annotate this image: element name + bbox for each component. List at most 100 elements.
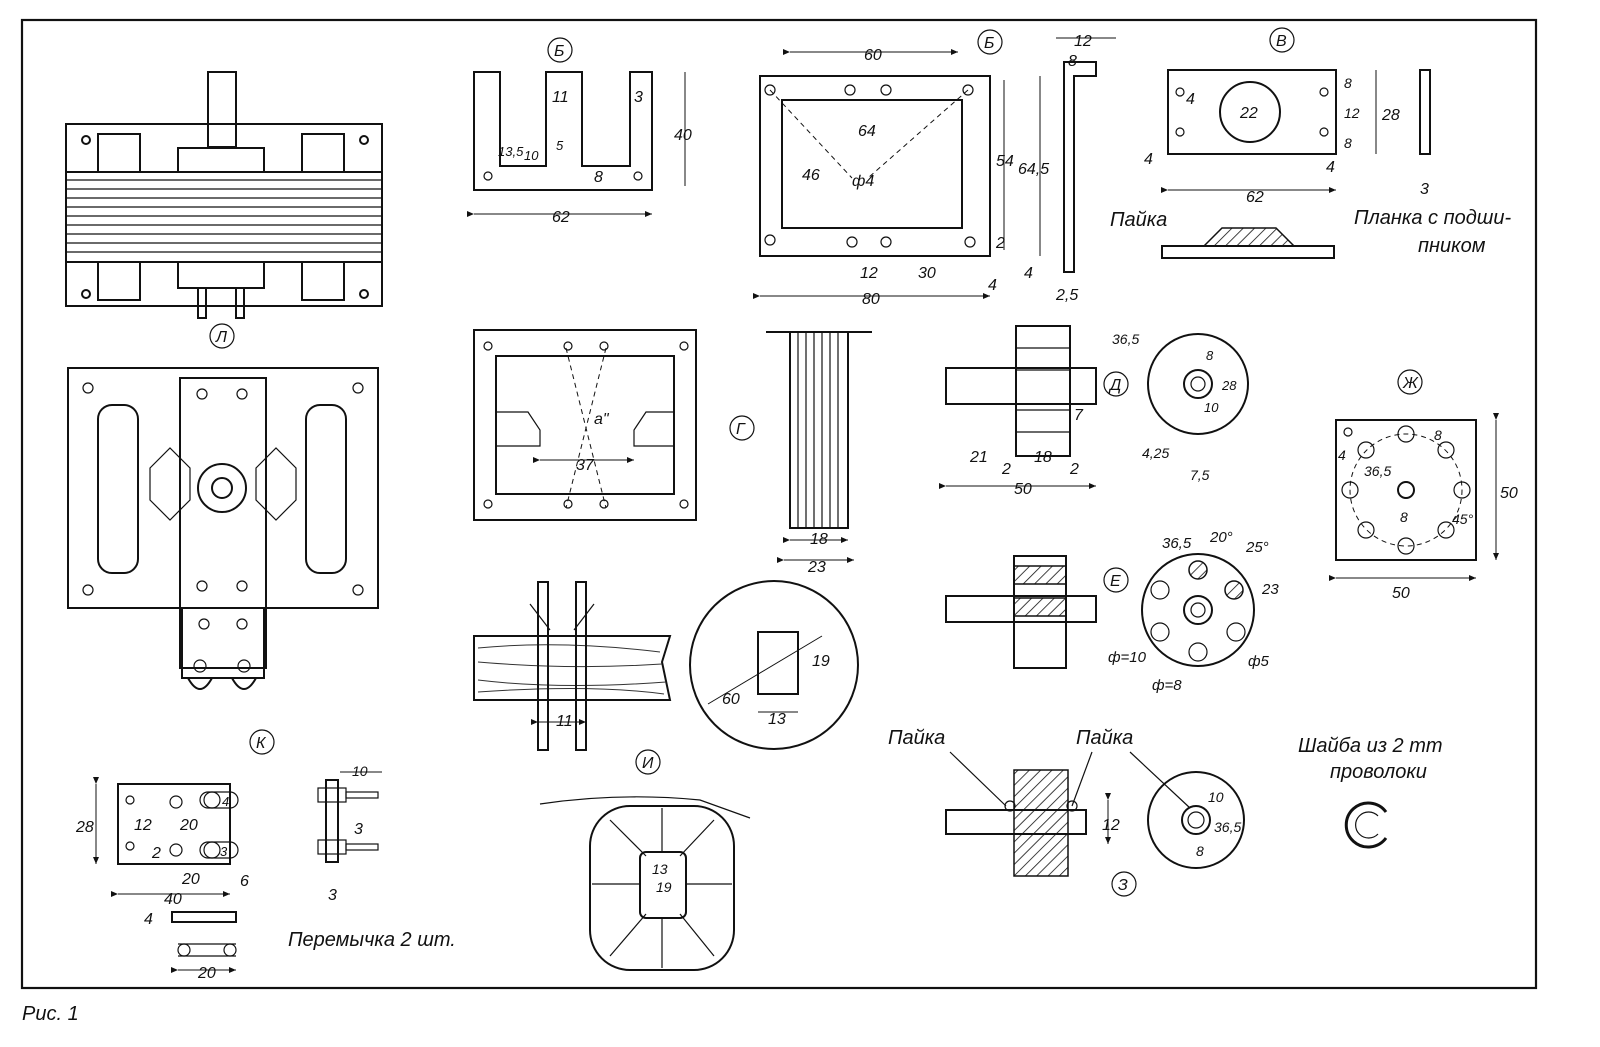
laminations-lines [66,179,382,253]
view-marker-v [1269,27,1295,53]
dim-k-jumper-4: 4 [144,911,153,928]
dim-d-18: 18 [1034,449,1052,466]
dim-k-6: 6 [240,873,249,890]
view-label-zh: Ж [1402,375,1419,392]
dim-b2-60: 60 [864,47,882,64]
dim-d-7: 7 [1074,407,1084,424]
view-marker-l [209,323,235,349]
view-marker-b2 [977,29,1003,55]
dim-k-side-3b: 3 [328,887,337,904]
dim-b2-side-12: 12 [1074,33,1092,50]
stack-lines [797,332,839,528]
figure-caption: Рис. 1 [22,1003,79,1025]
dim-zh-8a: 8 [1434,427,1442,443]
view-marker-z [1111,871,1137,897]
view-marker-k [249,729,275,755]
dim-e-23: 23 [1261,581,1279,598]
dim-v-62: 62 [1246,189,1264,206]
washer-label-2: проволоки [1330,761,1427,783]
dim-b2-46: 46 [802,167,820,184]
dim-g-a: a" [594,411,610,428]
dim-b2-80: 80 [862,291,880,308]
label-z-solder-left: Пайка [888,727,945,749]
view-zh-plate: Ж 4 8 36,5 8 45° 50 50 [1329,369,1518,602]
washer-group: Шайба из 2 mm проволоки [1298,735,1443,849]
dim-d-10: 10 [1204,400,1219,415]
view-label-v: В [1276,33,1287,50]
view-v-bearing-plate: В 4 22 8 12 8 28 4 4 62 3 Пайка Планка с… [1110,27,1511,259]
dim-v-4b: 4 [1144,151,1153,168]
dim-b2-side-2-5: 2,5 [1055,287,1078,304]
view-b-frame: Б 60 64 46 ф4 54 64,5 2 12 30 80 4 4 12 … [753,29,1116,308]
dim-d-50: 50 [1014,481,1032,498]
dim-v-4a: 4 [1186,91,1195,108]
dim-d-2b: 2 [1069,461,1079,478]
dim-circle-13: 13 [768,711,786,728]
dim-zh-45: 45° [1452,511,1474,527]
dim-k-3: 3 [220,844,228,859]
view-d-rotor: 21 2 18 2 7 50 Д 36,5 8 28 10 4,25 7,5 [939,325,1249,498]
view-label-z: З [1118,877,1128,894]
dim-d-8: 8 [1206,348,1214,363]
coil-windings [592,808,732,968]
washer-shape [1344,801,1388,849]
dim-g-23: 23 [807,559,826,576]
dim-wood-11: 11 [556,713,573,730]
view-l-motor-assembly: Л [65,71,383,690]
dim-z-10: 10 [1208,789,1224,805]
dim-coil-13: 13 [652,861,668,877]
dim-g-18: 18 [810,531,828,548]
dim-b2-side-8: 8 [1068,53,1077,70]
dim-z-12: 12 [1102,817,1120,834]
label-k-jumper: Перемычка 2 шт. [288,929,456,951]
dim-zh-4: 4 [1338,447,1346,463]
view-i-coil: И 13 19 [539,749,751,971]
label-v-solder: Пайка [1110,209,1167,231]
dim-d-7-5: 7,5 [1190,467,1210,483]
view-label-d: Д [1108,377,1121,394]
dim-v-8a: 8 [1344,75,1352,91]
dim-k-4: 4 [222,794,229,809]
sheet-border [20,18,1538,990]
view-label-b2: Б [984,35,994,52]
view-marker-d [1103,371,1129,397]
dim-k-28: 28 [75,819,94,836]
dim-zh-8b: 8 [1400,509,1408,525]
view-label-i: И [642,755,654,772]
dim-v-4c: 4 [1326,159,1335,176]
dim-z-8: 8 [1196,843,1204,859]
dim-v-22: 22 [1239,105,1258,122]
dim-k-jumper-20: 20 [197,965,216,982]
dim-b-5: 5 [556,138,564,153]
view-label-k: К [256,735,267,752]
dim-zh-50-v: 50 [1500,485,1518,502]
dim-k-20b: 20 [181,871,200,888]
view-marker-i [635,749,661,775]
dim-d-21: 21 [969,449,988,466]
view-label-l: Л [215,329,227,346]
dim-b2-4a: 4 [988,277,997,294]
label-v-bearing-1: Планка с подши- [1354,207,1511,229]
dim-b2-30: 30 [918,265,936,282]
dim-v-3: 3 [1420,181,1429,198]
label-v-bearing-2: пником [1418,235,1486,257]
dim-b-13-5: 13,5 [498,144,524,159]
dim-e-25: 25° [1245,539,1269,556]
view-wood-mount: 11 60 19 13 [473,580,859,751]
dim-e-f8: ф=8 [1152,677,1182,694]
dim-zh-36-5: 36,5 [1364,463,1391,479]
view-z-soldered-rotor: Пайка Пайка 12 З 10 36,5 8 [888,727,1245,897]
view-b-u-plate: Б 11 3 40 13,5 10 5 8 62 [467,37,692,226]
dim-d-36-5: 36,5 [1112,331,1139,347]
dim-b-10: 10 [524,148,539,163]
view-e-rotor: Е 36,5 20° 25° 23 ф=10 ф5 ф=8 [945,529,1279,694]
dim-b2-4b: 4 [1024,265,1033,282]
dim-k-12: 12 [134,817,152,834]
dim-b2-2: 2 [995,235,1005,252]
dim-v-28: 28 [1381,107,1400,124]
dim-b-8: 8 [594,169,603,186]
view-marker-zh [1397,369,1423,395]
dim-d-2a: 2 [1001,461,1011,478]
dim-b2-12: 12 [860,265,878,282]
